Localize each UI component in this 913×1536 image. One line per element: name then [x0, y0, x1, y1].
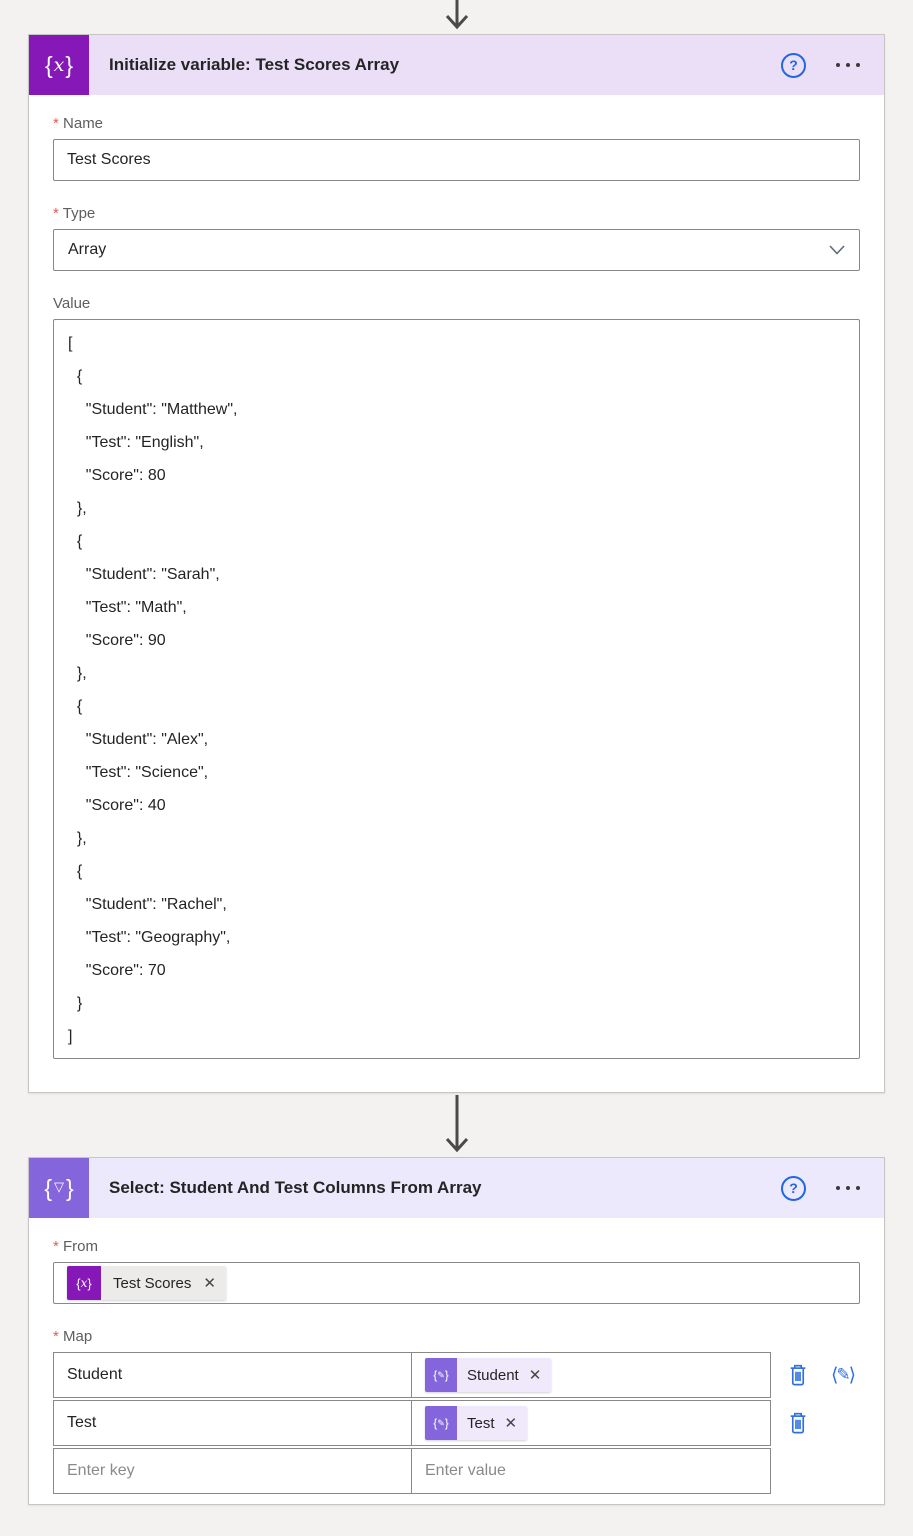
token-label: Test Scores [113, 1274, 192, 1292]
help-icon[interactable]: ? [781, 1175, 806, 1201]
connector-arrow-middle [445, 1095, 469, 1153]
chevron-down-icon [829, 245, 845, 255]
more-menu-icon[interactable] [834, 1180, 862, 1196]
expression-braces-icon: {✎} [425, 1406, 457, 1440]
map-row-new [53, 1448, 860, 1494]
connector-arrow-top [445, 0, 469, 30]
token-label: Student [467, 1366, 519, 1384]
remove-token-icon[interactable]: ✕ [528, 1367, 542, 1384]
map-row: Student {✎} Student ✕ [53, 1352, 860, 1398]
from-field-label: From [53, 1238, 860, 1256]
enter-key-input[interactable] [67, 1449, 398, 1493]
name-input[interactable] [53, 139, 860, 181]
map-row: Test {✎} Test ✕ [53, 1400, 860, 1446]
variable-braces-icon: {x} [29, 35, 89, 95]
enter-value-input[interactable] [425, 1449, 757, 1493]
map-field-label: Map [53, 1328, 860, 1346]
help-icon[interactable]: ? [781, 52, 806, 78]
remove-token-icon[interactable]: ✕ [203, 1275, 216, 1292]
expression-braces-icon: {✎} [425, 1358, 457, 1392]
type-field-label: Type [53, 205, 860, 223]
card-header[interactable]: {x} Initialize variable: Test Scores Arr… [29, 35, 884, 95]
type-select-value: Array [68, 241, 107, 258]
value-field-label: Value [53, 295, 91, 312]
delete-row-icon[interactable] [787, 1411, 809, 1435]
switch-to-text-mode-icon[interactable]: ⟨✎⟩ [831, 1364, 857, 1386]
map-key-cell[interactable]: Student [54, 1353, 412, 1397]
map-new-value-cell[interactable] [412, 1449, 770, 1493]
map-new-key-cell[interactable] [54, 1449, 412, 1493]
from-input[interactable]: {x} Test Scores ✕ [53, 1262, 860, 1304]
map-table: Student {✎} Student ✕ [53, 1352, 860, 1494]
token-label: Test [467, 1414, 495, 1432]
action-card-select: {▽} Select: Student And Test Columns Fro… [28, 1157, 885, 1505]
map-key-cell[interactable]: Test [54, 1401, 412, 1445]
action-card-initialize-variable: {x} Initialize variable: Test Scores Arr… [28, 34, 885, 1093]
value-textarea[interactable]: [ { "Student": "Matthew", "Test": "Engli… [53, 319, 860, 1059]
action-title: Select: Student And Test Columns From Ar… [109, 1178, 482, 1197]
more-menu-icon[interactable] [834, 57, 862, 73]
map-value-cell[interactable]: {✎} Test ✕ [412, 1401, 770, 1445]
delete-row-icon[interactable] [787, 1363, 809, 1387]
variable-token[interactable]: {x} Test Scores ✕ [67, 1266, 226, 1300]
card-header[interactable]: {▽} Select: Student And Test Columns Fro… [29, 1158, 884, 1218]
remove-token-icon[interactable]: ✕ [504, 1415, 518, 1432]
expression-token[interactable]: {✎} Student ✕ [425, 1358, 552, 1392]
expression-token[interactable]: {✎} Test ✕ [425, 1406, 528, 1440]
map-value-cell[interactable]: {✎} Student ✕ [412, 1353, 770, 1397]
data-operation-filter-icon: {▽} [29, 1158, 89, 1218]
type-select[interactable]: Array [53, 229, 860, 271]
name-field-label: Name [53, 115, 860, 133]
variable-braces-icon: {x} [67, 1266, 101, 1300]
action-title: Initialize variable: Test Scores Array [109, 55, 400, 74]
